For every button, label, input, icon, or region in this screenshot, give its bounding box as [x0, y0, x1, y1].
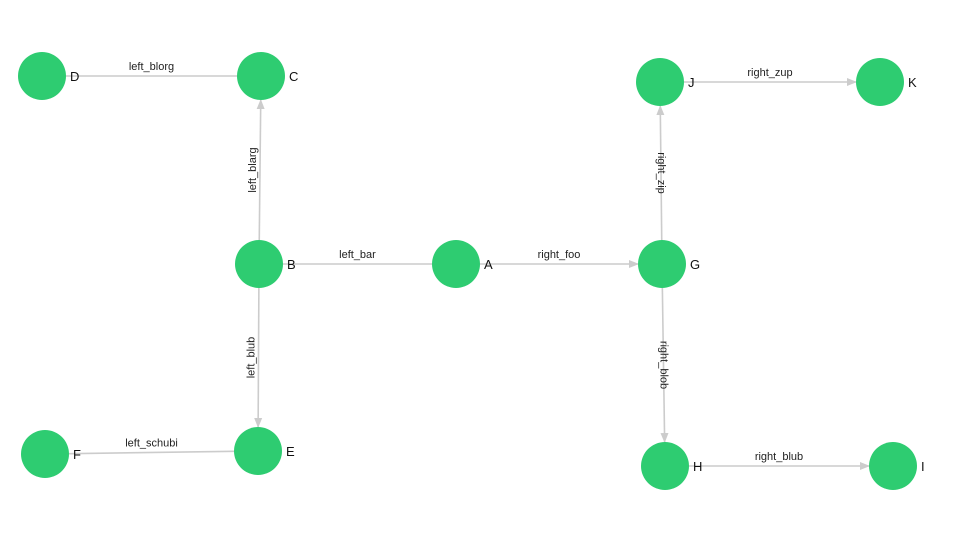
edge-g-j: right_zip [655, 104, 667, 241]
node-c[interactable]: C [237, 52, 298, 100]
node-circle[interactable] [869, 442, 917, 490]
node-b[interactable]: B [235, 240, 296, 288]
node-f[interactable]: F [21, 430, 81, 478]
node-d[interactable]: D [18, 52, 79, 100]
edges-layer: left_bar left_blarg left_blorg left_blublef… [66, 61, 870, 470]
edge-line [256, 98, 265, 241]
edge-line [68, 450, 235, 455]
edge-label: left_schubi [125, 438, 178, 450]
edge-g-h: right_blob [657, 287, 669, 444]
edge-label: left_bar [339, 249, 376, 261]
node-label: G [690, 257, 700, 272]
edge-b-c: left_blarg [247, 98, 265, 241]
node-circle[interactable] [237, 52, 285, 100]
edge-line [656, 104, 665, 241]
node-label: B [287, 257, 296, 272]
node-label: C [289, 69, 298, 84]
edge-label: right_zup [747, 67, 792, 79]
node-k[interactable]: K [856, 58, 917, 106]
edge-label: right_zip [655, 152, 667, 194]
edge-label: right_foo [538, 249, 581, 261]
node-label: I [921, 459, 925, 474]
node-circle[interactable] [18, 52, 66, 100]
edge-a-g: right_foo [480, 249, 639, 268]
edge-c-d: left_blorg [66, 61, 237, 77]
node-i[interactable]: I [869, 442, 925, 490]
edge-b-a: left_bar [283, 249, 432, 265]
edge-label: left_blub [246, 337, 258, 379]
node-j[interactable]: J [636, 58, 695, 106]
node-circle[interactable] [234, 427, 282, 475]
edge-h-i: right_blub [689, 451, 870, 470]
edge-line [254, 287, 263, 429]
node-label: H [693, 459, 702, 474]
nodes-layer: A B C D E F G H I J K [18, 52, 925, 490]
node-circle[interactable] [641, 442, 689, 490]
edge-label: right_blub [755, 451, 803, 463]
node-g[interactable]: G [638, 240, 700, 288]
edge-e-f: left_schubi [68, 438, 235, 455]
node-h[interactable]: H [641, 442, 702, 490]
node-label: D [70, 69, 79, 84]
node-circle[interactable] [21, 430, 69, 478]
edge-line [660, 287, 669, 444]
node-label: A [484, 257, 493, 272]
edge-j-k: right_zup [684, 67, 857, 86]
node-circle[interactable] [636, 58, 684, 106]
node-circle[interactable] [638, 240, 686, 288]
edge-b-e: left_blub [246, 287, 263, 429]
node-label: J [688, 75, 695, 90]
node-a[interactable]: A [432, 240, 493, 288]
node-e[interactable]: E [234, 427, 295, 475]
node-circle[interactable] [235, 240, 283, 288]
edge-label: left_blorg [129, 61, 174, 73]
node-circle[interactable] [432, 240, 480, 288]
node-label: K [908, 75, 917, 90]
node-label: E [286, 444, 295, 459]
node-label: F [73, 447, 81, 462]
edge-label: right_blob [657, 341, 669, 389]
edge-label: left_blarg [247, 147, 259, 192]
node-circle[interactable] [856, 58, 904, 106]
